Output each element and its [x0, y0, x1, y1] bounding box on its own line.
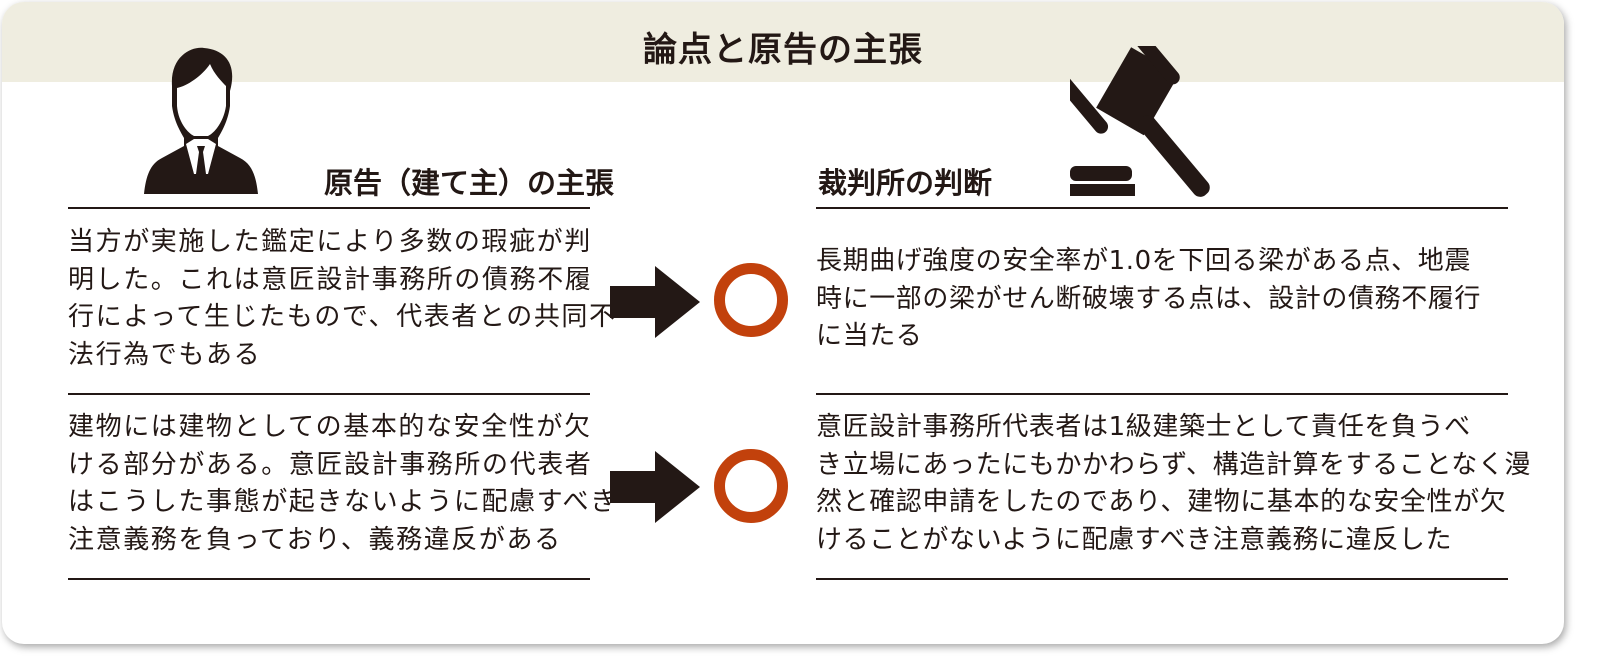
court-heading: 裁判所の判断 [818, 166, 993, 200]
text-line: 行によって生じたもので、代表者との共同不 [68, 302, 617, 332]
text-line: き立場にあったにもかかわらず、構造計算をすることなく漫 [816, 449, 1532, 480]
divider [816, 393, 1508, 395]
title-band [2, 2, 1564, 82]
court-judgment-1: 長期曲げ強度の安全率が1.0を下回る梁がある点、地震 時に一部の梁がせん断破壊す… [816, 243, 1481, 356]
infographic-card: 論点と原告の主張 原告（建て主）の主張 裁判所の判断 当方が実施した鑑定により多… [2, 2, 1564, 644]
text-line: けることがないように配慮すべき注意義務に違反した [816, 524, 1453, 555]
text-line: 法行為でもある [68, 339, 262, 370]
text-line: 当方が実施した鑑定により多数の瑕疵が判 [68, 227, 592, 257]
gavel-icon [1070, 46, 1210, 197]
text-line: 意匠設計事務所代表者は1級建築士として責任を負うべ [816, 412, 1471, 442]
divider [68, 393, 590, 395]
text-line: ける部分がある。意匠設計事務所の代表者 [68, 449, 593, 480]
text-line: 然と確認申請をしたのであり、建物に基本的な安全性が欠 [816, 487, 1507, 517]
divider [816, 578, 1508, 580]
divider [68, 578, 590, 580]
text-line: 建物には建物としての基本的な安全性が欠 [68, 412, 592, 442]
divider [68, 207, 590, 209]
circle-approval-icon [714, 449, 788, 523]
text-line: はこうした事態が起きないように配慮すべき [68, 487, 618, 517]
arrow-right-icon [610, 451, 700, 523]
text-line: 時に一部の梁がせん断破壊する点は、設計の債務不履行 [816, 283, 1482, 314]
text-line: に当たる [816, 321, 923, 351]
page-title: 論点と原告の主張 [643, 30, 923, 70]
text-line: 明した。これは意匠設計事務所の債務不履 [68, 264, 593, 295]
text-line: 長期曲げ強度の安全率が1.0を下回る梁がある点、地震 [816, 246, 1471, 276]
divider [816, 207, 1508, 209]
plaintiff-claim-1: 当方が実施した鑑定により多数の瑕疵が判 明した。これは意匠設計事務所の債務不履 … [68, 224, 617, 374]
circle-approval-icon [714, 263, 788, 337]
text-line: 注意義務を負っており、義務違反がある [68, 524, 562, 555]
plaintiff-claim-2: 建物には建物としての基本的な安全性が欠 ける部分がある。意匠設計事務所の代表者 … [68, 409, 618, 559]
court-judgment-2: 意匠設計事務所代表者は1級建築士として責任を負うべ き立場にあったにもかかわらず… [816, 409, 1531, 559]
arrow-right-icon [610, 266, 700, 338]
plaintiff-heading: 原告（建て主）の主張 [324, 166, 615, 200]
person-icon [144, 47, 258, 195]
